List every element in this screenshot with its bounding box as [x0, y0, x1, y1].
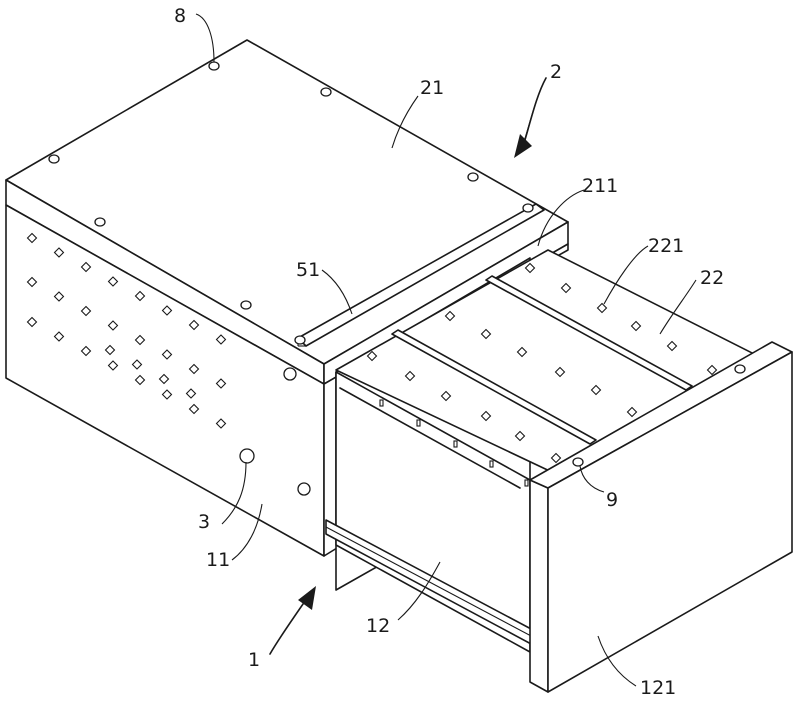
slot	[417, 420, 420, 426]
bolt-icon	[240, 449, 254, 463]
label-21: 21	[420, 77, 444, 99]
label-8: 8	[174, 5, 186, 27]
label-121: 121	[640, 677, 676, 699]
bolt-icon	[468, 173, 478, 181]
bolt-icon	[284, 368, 296, 380]
slot	[380, 400, 383, 406]
slot	[454, 441, 457, 447]
bolt-icon	[95, 218, 105, 226]
label-51: 51	[296, 259, 320, 281]
label-12: 12	[366, 615, 390, 637]
label-221: 221	[648, 235, 684, 257]
label-211: 211	[582, 175, 618, 197]
bolt-icon	[295, 336, 305, 344]
label-3: 3	[198, 511, 210, 533]
bolt-icon	[209, 62, 219, 70]
slot	[525, 480, 528, 486]
label-1: 1	[248, 649, 260, 671]
bolt-icon	[735, 365, 745, 373]
slot	[490, 461, 493, 467]
bolt-icon	[49, 155, 59, 163]
arrow-2-shaft	[522, 78, 546, 150]
bolt-icon	[241, 301, 251, 309]
leader-8	[196, 14, 214, 62]
bolt-icon	[298, 483, 310, 495]
arrow-2-head	[514, 134, 532, 158]
bolt-icon	[321, 88, 331, 96]
label-9: 9	[606, 489, 618, 511]
bolt-icon	[573, 458, 583, 466]
bolt-icon	[523, 204, 533, 212]
label-22: 22	[700, 267, 724, 289]
label-11: 11	[206, 549, 230, 571]
label-2: 2	[550, 61, 562, 83]
front-panel-side	[530, 480, 548, 692]
